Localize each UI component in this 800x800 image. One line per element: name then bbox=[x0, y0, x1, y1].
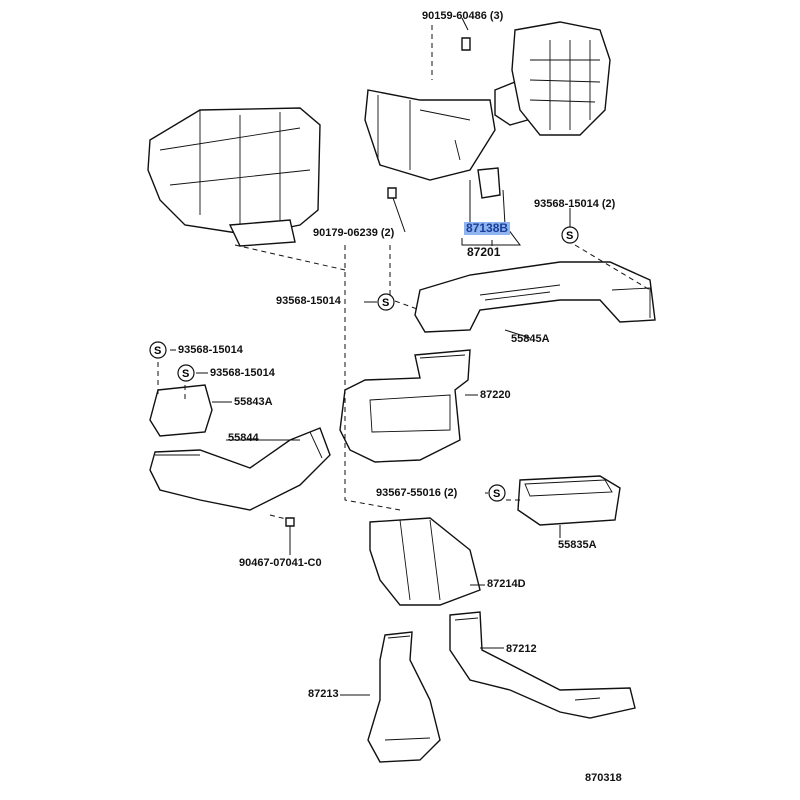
duct-87212 bbox=[449, 611, 636, 719]
svg-text:S: S bbox=[566, 230, 573, 242]
label-93568-2: 93568-15014 (2) bbox=[534, 198, 616, 210]
heater-unit bbox=[147, 107, 321, 247]
screw-symbol: S bbox=[149, 341, 167, 359]
label-87201: 87201 bbox=[467, 245, 501, 259]
label-87138B-highlighted[interactable]: 87138B bbox=[464, 221, 511, 235]
duct-55835A bbox=[517, 475, 621, 526]
duct-55843A bbox=[149, 384, 213, 437]
figure-number: 870318 bbox=[585, 772, 622, 784]
svg-text:S: S bbox=[154, 345, 161, 357]
label-87212: 87212 bbox=[506, 643, 537, 655]
label-90467: 90467-07041-C0 bbox=[239, 557, 322, 569]
svg-text:S: S bbox=[182, 368, 189, 380]
screw-symbol: S bbox=[377, 293, 395, 311]
label-90159: 90159-60486 (3) bbox=[422, 10, 504, 22]
duct-87213 bbox=[367, 631, 441, 763]
duct-87214D bbox=[369, 517, 481, 606]
label-55845A: 55845A bbox=[511, 333, 550, 345]
label-87213: 87213 bbox=[308, 688, 339, 700]
label-87214D: 87214D bbox=[487, 578, 526, 590]
label-55844: 55844 bbox=[228, 432, 259, 444]
label-93568-b: 93568-15014 bbox=[178, 344, 243, 356]
duct-55845A bbox=[414, 261, 656, 333]
duct-87220 bbox=[339, 349, 471, 463]
svg-text:S: S bbox=[382, 297, 389, 309]
label-87220: 87220 bbox=[480, 389, 511, 401]
label-93568-a: 93568-15014 bbox=[276, 295, 341, 307]
blower-housing bbox=[511, 21, 611, 136]
label-55835A: 55835A bbox=[558, 539, 597, 551]
svg-text:S: S bbox=[493, 488, 500, 500]
screw-symbol: S bbox=[488, 484, 506, 502]
screw-symbol: S bbox=[177, 364, 195, 382]
duct-55844 bbox=[149, 427, 331, 511]
label-93568-c: 93568-15014 bbox=[210, 367, 275, 379]
label-93567: 93567-55016 (2) bbox=[376, 487, 458, 499]
screw-symbol: S bbox=[561, 226, 579, 244]
resistor-87138B bbox=[477, 167, 501, 199]
label-90179: 90179-06239 (2) bbox=[313, 227, 395, 239]
label-55843A: 55843A bbox=[234, 396, 273, 408]
